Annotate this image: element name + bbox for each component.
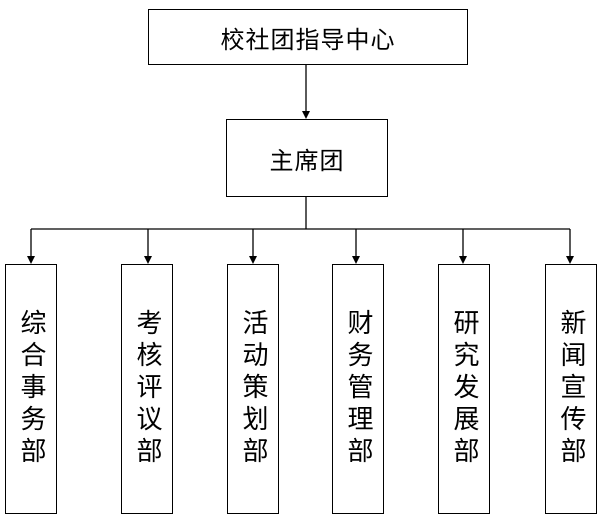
department-node-6: 新闻宣传部 — [545, 264, 597, 514]
arrowhead-dept-1 — [27, 256, 35, 264]
department-node-4: 财务管理部 — [332, 264, 384, 514]
arrowhead-dept-2 — [144, 256, 152, 264]
arrowhead-dept-4 — [352, 256, 360, 264]
root-node-label: 校社团指导中心 — [220, 25, 396, 54]
department-node-5-label: 研究发展部 — [449, 309, 479, 469]
arrowhead-dept-5 — [459, 256, 467, 264]
department-node-1: 综合事务部 — [5, 264, 57, 514]
arrowhead-dept-6 — [566, 256, 574, 264]
department-node-6-label: 新闻宣传部 — [556, 309, 586, 469]
department-node-3-label: 活动策划部 — [238, 309, 268, 469]
presidium-node: 主席团 — [226, 119, 388, 197]
department-node-2: 考核评议部 — [121, 264, 173, 514]
department-node-2-label: 考核评议部 — [132, 309, 162, 469]
department-node-4-label: 财务管理部 — [343, 309, 373, 469]
department-node-5: 研究发展部 — [438, 264, 490, 514]
root-node: 校社团指导中心 — [148, 9, 468, 65]
presidium-node-label: 主席团 — [269, 146, 345, 175]
department-node-1-label: 综合事务部 — [16, 309, 46, 469]
arrowhead-presidium — [302, 111, 310, 119]
arrowhead-dept-3 — [249, 256, 257, 264]
department-node-3: 活动策划部 — [227, 264, 279, 514]
